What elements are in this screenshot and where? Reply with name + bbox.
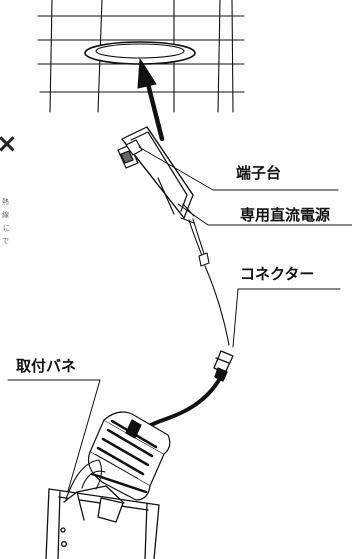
connector	[213, 350, 234, 382]
side-note-line-2: 線	[2, 211, 9, 219]
installation-arrow	[137, 58, 165, 142]
side-note-line-3: に	[3, 224, 10, 232]
terminal-block-label: 端子台	[236, 164, 282, 182]
supply-cable	[188, 218, 230, 346]
close-icon[interactable]: ×	[0, 129, 18, 159]
dc-power-supply-label: 専用直流電源	[240, 206, 331, 224]
dc-power-supply-unit	[117, 126, 195, 224]
side-note-line-4: で	[2, 237, 9, 245]
ceiling-grid	[37, 0, 245, 113]
luminaire-body	[87, 411, 171, 501]
mounting-bracket	[45, 485, 160, 559]
connector-label: コネクター	[240, 265, 315, 283]
mounting-spring	[65, 459, 106, 500]
leader-lines	[7, 146, 352, 492]
side-note-line-1: 熱	[2, 198, 9, 206]
mounting-spring-label: 取付バネ	[16, 357, 77, 375]
luminaire-cable	[137, 378, 221, 433]
